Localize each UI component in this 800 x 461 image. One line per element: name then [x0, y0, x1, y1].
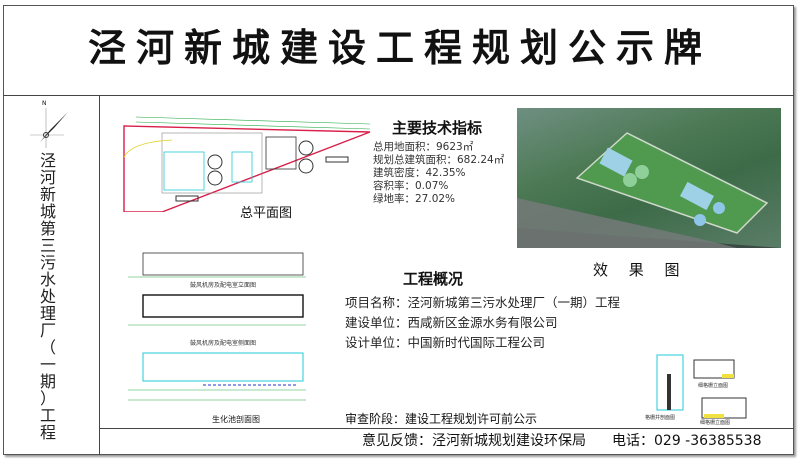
title-box	[3, 5, 794, 96]
render-label: 效 果 图	[593, 261, 688, 279]
construction-unit: 建设单位：西咸新区金源水务有限公司	[345, 315, 558, 330]
tech-line: 规划总建筑面积：682.24㎡	[373, 154, 505, 166]
small-drawings	[656, 354, 747, 419]
vchar: 城	[39, 202, 56, 221]
vchar: 河	[39, 168, 56, 187]
vchar: 泾	[39, 151, 56, 170]
vchar: 程	[39, 423, 56, 442]
small-label-1: 格栅井剖面图	[645, 415, 676, 421]
footer-bar	[100, 428, 794, 455]
design-unit: 设计单位：中国新时代国际工程公司	[345, 335, 546, 350]
site-plan-label: 总平面图	[240, 206, 293, 221]
tech-line: 总用地面积：9623㎡	[373, 141, 474, 153]
vchar: 污	[39, 253, 56, 272]
vchar: 处	[39, 287, 56, 306]
project-vertical-title: 泾 河 新 城 第 三 污 水 处 理 厂 （ 一 期 ） 工 程	[30, 152, 66, 441]
site-plan-drawing	[123, 116, 371, 212]
tech-line: 绿地率：27.02%	[373, 193, 456, 205]
elevation-label: 鼓风机房及配电室立面图	[190, 282, 257, 289]
vchar: 水	[39, 270, 56, 289]
left-column	[3, 96, 100, 455]
section-label: 生化池剖面图	[212, 415, 260, 424]
vchar: 厂	[39, 321, 56, 340]
small-label-2: 细格栅立面图	[698, 383, 729, 389]
vchar: 理	[39, 304, 56, 323]
tech-line: 建筑密度：42.35%	[373, 167, 466, 179]
vchar: 工	[39, 406, 56, 425]
page-title: 泾河新城建设工程规划公示牌	[87, 25, 712, 70]
vchar: 第	[39, 219, 56, 238]
elevation-drawings	[128, 252, 306, 401]
tech-indicators-title: 主要技术指标	[392, 119, 483, 137]
tech-line: 容积率：0.07%	[373, 180, 449, 192]
north-label: N	[42, 100, 47, 107]
phone-number: 电话：029 -36385538	[612, 433, 762, 449]
vchar: （	[39, 338, 56, 357]
vchar: 期	[39, 372, 56, 391]
project-name: 项目名称：泾河新城第三污水处理厂（一期）工程	[345, 295, 621, 310]
vchar: 一	[39, 355, 56, 374]
compass-icon	[30, 108, 68, 148]
small-label-3: 细格栅立面图	[700, 420, 731, 426]
vchar: ）	[39, 389, 56, 408]
feedback-contact: 意见反馈：泾河新城规划建设环保局	[362, 433, 586, 449]
vchar: 新	[39, 185, 56, 204]
overview-title: 工程概况	[403, 270, 464, 288]
side-label: 鼓风机房及配电室侧面图	[190, 340, 257, 347]
review-stage: 审查阶段：建设工程规划许可前公示	[345, 412, 538, 426]
rendering-image	[517, 108, 781, 248]
notice-board	[3, 5, 794, 455]
vchar: 三	[39, 236, 56, 255]
